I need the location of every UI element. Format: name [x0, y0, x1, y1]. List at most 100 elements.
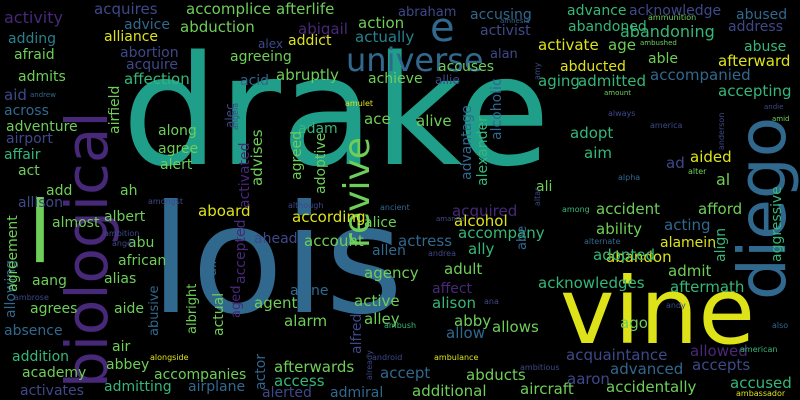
word: addition	[12, 349, 70, 365]
word: ancient	[380, 203, 410, 212]
word: abused	[736, 7, 788, 23]
word: amnesia	[500, 17, 530, 25]
word: activate	[538, 36, 599, 54]
word: andy	[666, 301, 686, 310]
word: ambrose	[14, 293, 49, 302]
word: accusing	[470, 7, 532, 23]
word: amy	[533, 62, 542, 80]
word: amount	[604, 89, 632, 97]
word: aang	[32, 273, 67, 289]
word: ago	[620, 314, 648, 332]
word: adopt	[570, 124, 614, 142]
word: aid	[4, 86, 27, 104]
word: additional	[412, 382, 487, 400]
word: access	[274, 372, 325, 390]
word: ambitious	[520, 363, 560, 372]
word: affair	[4, 147, 41, 163]
word: abandoned	[568, 19, 647, 35]
word: abusive	[147, 285, 162, 336]
word: active	[354, 292, 400, 310]
word: among	[562, 205, 590, 214]
word: allie	[435, 73, 460, 87]
word: amid	[772, 115, 790, 123]
word: affection	[124, 70, 190, 88]
word: albert	[104, 209, 146, 225]
word: able	[648, 51, 678, 67]
word: anderson	[717, 112, 726, 150]
word: admitted	[578, 72, 647, 90]
word: allow	[446, 324, 485, 342]
word: actually	[355, 28, 415, 46]
word: accuses	[438, 59, 495, 75]
word: aftermath	[670, 278, 745, 296]
word: alcohol	[454, 212, 508, 230]
word: acknowledges	[538, 274, 645, 292]
word: ambulance	[434, 353, 479, 362]
word: age	[608, 36, 636, 54]
word: accepted	[233, 219, 249, 284]
word: accidentally	[606, 378, 697, 396]
word: african	[118, 253, 167, 269]
word: alias	[104, 271, 137, 287]
word: agent	[254, 294, 298, 312]
word: abby	[454, 312, 492, 330]
word: abandon	[606, 248, 672, 266]
word: allows	[492, 318, 539, 336]
word: always	[608, 109, 636, 118]
word: adventure	[6, 119, 78, 135]
word: agreed	[289, 130, 305, 180]
word: alarm	[284, 312, 328, 330]
word: abu	[128, 235, 155, 251]
word: angela	[231, 102, 240, 130]
word: acknowledge	[629, 3, 722, 19]
word: achieve	[368, 71, 423, 87]
word-universe: universe	[346, 41, 484, 79]
word: accident	[596, 200, 660, 218]
word-drake: drake	[122, 23, 551, 200]
word: absence	[4, 323, 63, 339]
word: alley	[364, 310, 400, 328]
word: american	[740, 345, 778, 354]
word: afford	[698, 200, 743, 218]
word: aggressive	[769, 186, 785, 262]
word: activated	[237, 142, 253, 208]
word: act	[18, 163, 40, 179]
word: actress	[398, 232, 453, 250]
word: acquire	[126, 57, 178, 73]
word: action	[358, 14, 405, 32]
word: alice	[364, 215, 397, 231]
word: alter	[688, 167, 707, 176]
word: although	[288, 201, 324, 210]
word: alien	[205, 244, 220, 276]
word: activist	[480, 23, 531, 39]
word: alcoholic	[489, 78, 505, 140]
word: alliance	[104, 29, 159, 45]
word: amanda	[436, 215, 465, 223]
word: aboard	[198, 202, 251, 220]
word: accompanied	[650, 66, 751, 84]
word: android	[372, 353, 403, 362]
word: andrea	[428, 249, 456, 258]
word: aide	[114, 301, 144, 317]
word: admitting	[104, 379, 172, 395]
word: ad	[666, 154, 685, 172]
word: almost	[52, 215, 100, 231]
word: abe	[515, 225, 530, 250]
word: acting	[664, 216, 711, 234]
word: ace	[364, 110, 391, 128]
word: add	[46, 183, 73, 199]
word: adopted	[593, 246, 656, 264]
word-l: l	[28, 183, 52, 283]
word: acquired	[452, 202, 518, 220]
word: ability	[596, 220, 642, 238]
word: account	[304, 232, 364, 250]
word: activity	[4, 8, 63, 27]
word: allowed	[690, 342, 748, 360]
word: ali	[536, 179, 553, 195]
word: abraham	[398, 5, 457, 20]
word: adult	[444, 260, 483, 278]
word: addict	[288, 33, 332, 49]
word: albright	[185, 283, 200, 334]
word: already	[365, 350, 374, 380]
word: align	[713, 227, 729, 262]
